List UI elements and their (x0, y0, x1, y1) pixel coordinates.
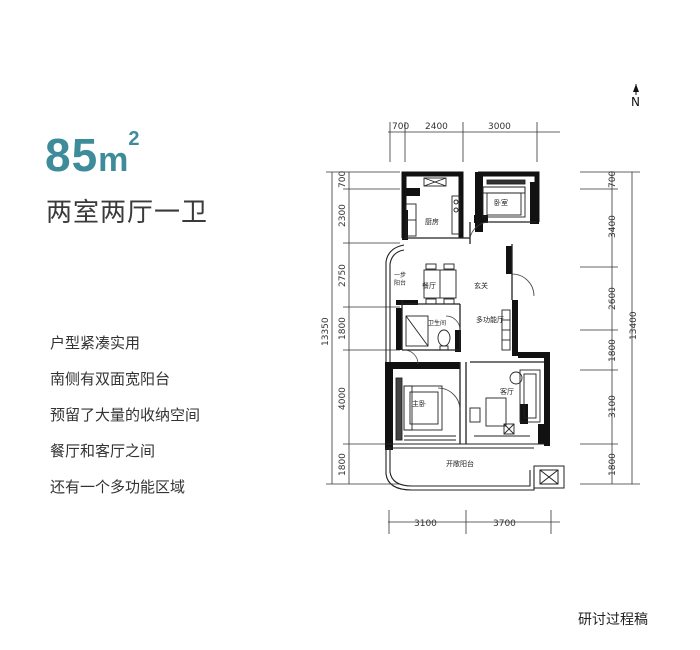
dim-left-5: 1800 (338, 453, 348, 476)
dim-left-0: 700 (338, 171, 348, 188)
dim-right-5: 1800 (608, 453, 618, 476)
room-label-bedroom: 卧室 (494, 198, 508, 207)
room-label-entrance: 玄关 (474, 281, 488, 290)
feature-list: 户型紧凑实用 南侧有双面宽阳台 预留了大量的收纳空间 餐厅和客厅之间 还有一个多… (50, 333, 200, 513)
area-number: 85 (45, 129, 99, 181)
draft-stamp: 研讨过程稿 (578, 612, 648, 628)
dim-right-0: 700 (608, 171, 618, 188)
feature-item: 户型紧凑实用 (50, 334, 141, 352)
dimension-bottom (388, 510, 560, 534)
kitchen-fixtures (405, 177, 461, 237)
dim-left-total: 13350 (321, 317, 331, 346)
north-label: N (631, 95, 640, 109)
south-balcony (385, 443, 544, 491)
dim-right-1: 3400 (608, 215, 618, 238)
dim-top-0: 700 (392, 122, 409, 132)
dim-top-1: 2400 (425, 122, 448, 132)
dim-right-2: 2600 (608, 287, 618, 310)
dim-right-3: 1800 (608, 339, 618, 362)
bathroom-fixtures (405, 315, 451, 351)
room-label-dining: 餐厅 (422, 281, 436, 290)
room-label-bathroom: 卫生间 (428, 319, 446, 327)
room-label-side-balcony-2: 阳台 (394, 279, 406, 287)
feature-item: 南侧有双面宽阳台 (50, 370, 171, 388)
layout-type: 两室两厅一卫 (46, 198, 209, 228)
room-label-master: 主卧 (412, 399, 426, 408)
dim-bottom-0: 3100 (414, 519, 437, 529)
feature-item: 还有一个多功能区域 (50, 478, 186, 496)
area-unit: m (98, 141, 129, 179)
area-superscript: 2 (128, 128, 140, 150)
interior-walls (401, 221, 544, 444)
dim-left-2: 2750 (338, 264, 348, 287)
bedroom-furniture (482, 179, 526, 218)
dim-left-3: 1800 (338, 317, 348, 340)
dim-left-4: 4000 (338, 387, 348, 410)
area-heading: 85m2 (45, 128, 140, 182)
dim-left-1: 2300 (338, 204, 348, 227)
feature-item: 预留了大量的收纳空间 (50, 406, 201, 424)
room-label-open-balcony: 开敞阳台 (446, 459, 474, 468)
room-label-living: 客厅 (500, 387, 514, 396)
north-arrow-icon (633, 84, 639, 95)
multi-room-shelf (501, 309, 511, 351)
room-label-kitchen: 厨房 (425, 217, 439, 226)
dim-bottom-1: 3700 (493, 519, 516, 529)
side-balcony (385, 244, 405, 362)
dimension-right (580, 171, 640, 485)
dim-top-2: 3000 (488, 122, 511, 132)
living-furniture (469, 369, 541, 437)
dimension-left (326, 171, 400, 485)
dim-right-total: 13400 (629, 311, 639, 340)
room-label-side-balcony: 一步 (394, 271, 406, 279)
master-bed (395, 377, 456, 441)
feature-item: 餐厅和客厅之间 (50, 442, 156, 460)
door-swings (403, 221, 535, 411)
ac-unit-box (533, 465, 565, 489)
room-label-multi: 多功能厅 (476, 315, 504, 324)
dimension-top (388, 122, 560, 162)
dining-table (423, 263, 457, 305)
wall-blocks (385, 172, 550, 450)
dim-right-4: 3100 (608, 395, 618, 418)
